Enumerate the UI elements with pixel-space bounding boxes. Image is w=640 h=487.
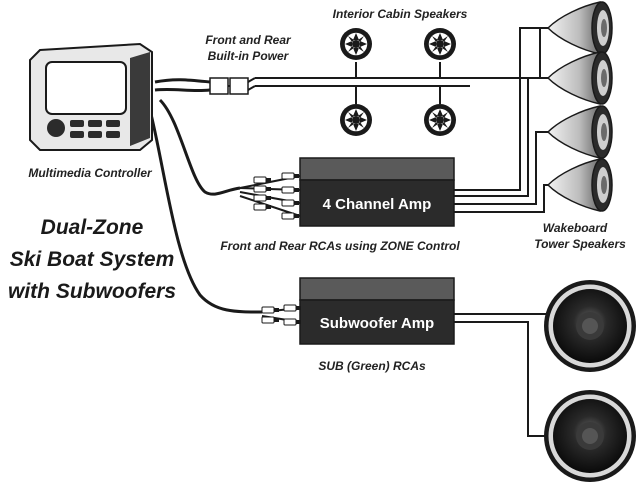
front-rear-rcas-label: Front and Rear RCAs using ZONE Control bbox=[220, 239, 460, 253]
title-line3: with Subwoofers bbox=[8, 280, 176, 303]
power-label-line2: Built-in Power bbox=[208, 49, 290, 63]
tower-speaker-2 bbox=[547, 51, 613, 105]
four-channel-amp: 4 Channel Amp bbox=[299, 157, 455, 227]
wakeboard-label-line1: Wakeboard bbox=[543, 221, 608, 235]
subwoofer-amp-label: Subwoofer Amp bbox=[320, 315, 434, 332]
cabin-speaker-front-left bbox=[339, 27, 373, 61]
tower-speaker-4 bbox=[547, 158, 613, 212]
four-channel-amp-label: 4 Channel Amp bbox=[323, 196, 432, 213]
wakeboard-label-line2: Tower Speakers bbox=[534, 237, 626, 251]
interior-speakers-label: Interior Cabin Speakers bbox=[333, 7, 468, 21]
cabin-speaker-rear-left bbox=[339, 103, 373, 137]
wakeboard-tower-speakers bbox=[547, 1, 613, 212]
tower-speaker-3 bbox=[547, 105, 613, 159]
controller-label: Multimedia Controller bbox=[28, 166, 153, 180]
title-line1: Dual-Zone bbox=[41, 216, 144, 239]
power-connector bbox=[209, 77, 256, 95]
subwoofers bbox=[543, 279, 637, 483]
cabin-speaker-rear-right bbox=[423, 103, 457, 137]
title-line2: Ski Boat System bbox=[10, 248, 175, 271]
interior-cabin-speakers bbox=[339, 27, 457, 137]
subwoofer-amp: Subwoofer Amp bbox=[299, 277, 455, 345]
tower-speaker-1 bbox=[547, 1, 613, 55]
rca-plugs-sub bbox=[261, 304, 302, 326]
subwoofer-1 bbox=[543, 279, 637, 373]
multimedia-controller bbox=[29, 42, 153, 151]
sub-rcas-label: SUB (Green) RCAs bbox=[318, 359, 426, 373]
subwoofer-2 bbox=[543, 389, 637, 483]
cabin-speaker-front-right bbox=[423, 27, 457, 61]
power-label-line1: Front and Rear bbox=[205, 33, 292, 47]
